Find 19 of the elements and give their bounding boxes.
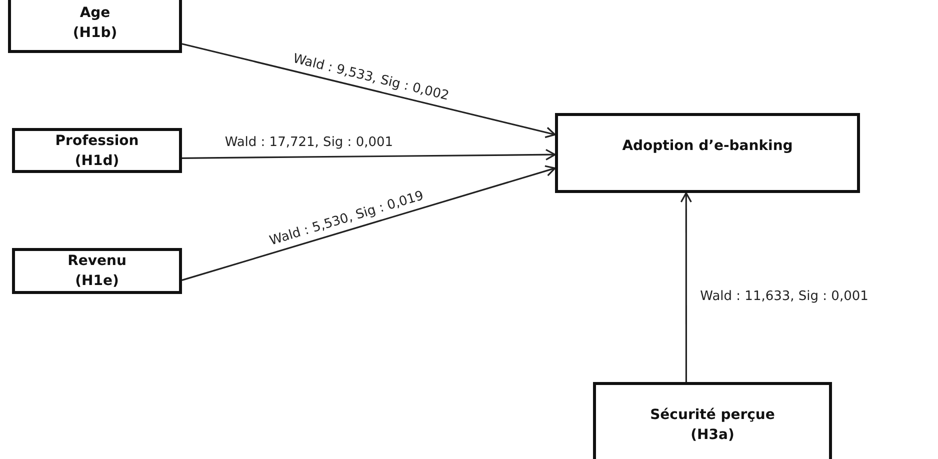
node-label: Age	[80, 4, 110, 20]
node-label: (H1d)	[74, 152, 120, 168]
arrow	[182, 43, 556, 138]
node-label: Adoption d’e-banking	[622, 138, 793, 154]
node-label: Sécurité perçue	[650, 407, 775, 423]
node-label: (H1b)	[72, 24, 118, 40]
variable-box	[593, 382, 832, 459]
arrow	[182, 165, 556, 281]
variable-box	[8, 0, 182, 53]
edge-label: Wald : 11,633, Sig : 0,001	[698, 289, 870, 304]
variable-box	[12, 128, 182, 173]
variable-box	[12, 248, 182, 294]
node-label: Profession	[55, 132, 139, 148]
node-label: (H1e)	[75, 273, 119, 289]
node-label: (H3a)	[690, 427, 734, 443]
variable-box	[555, 113, 860, 193]
node-label: Revenu	[68, 253, 126, 269]
arrow	[680, 192, 692, 382]
arrow	[182, 148, 556, 160]
